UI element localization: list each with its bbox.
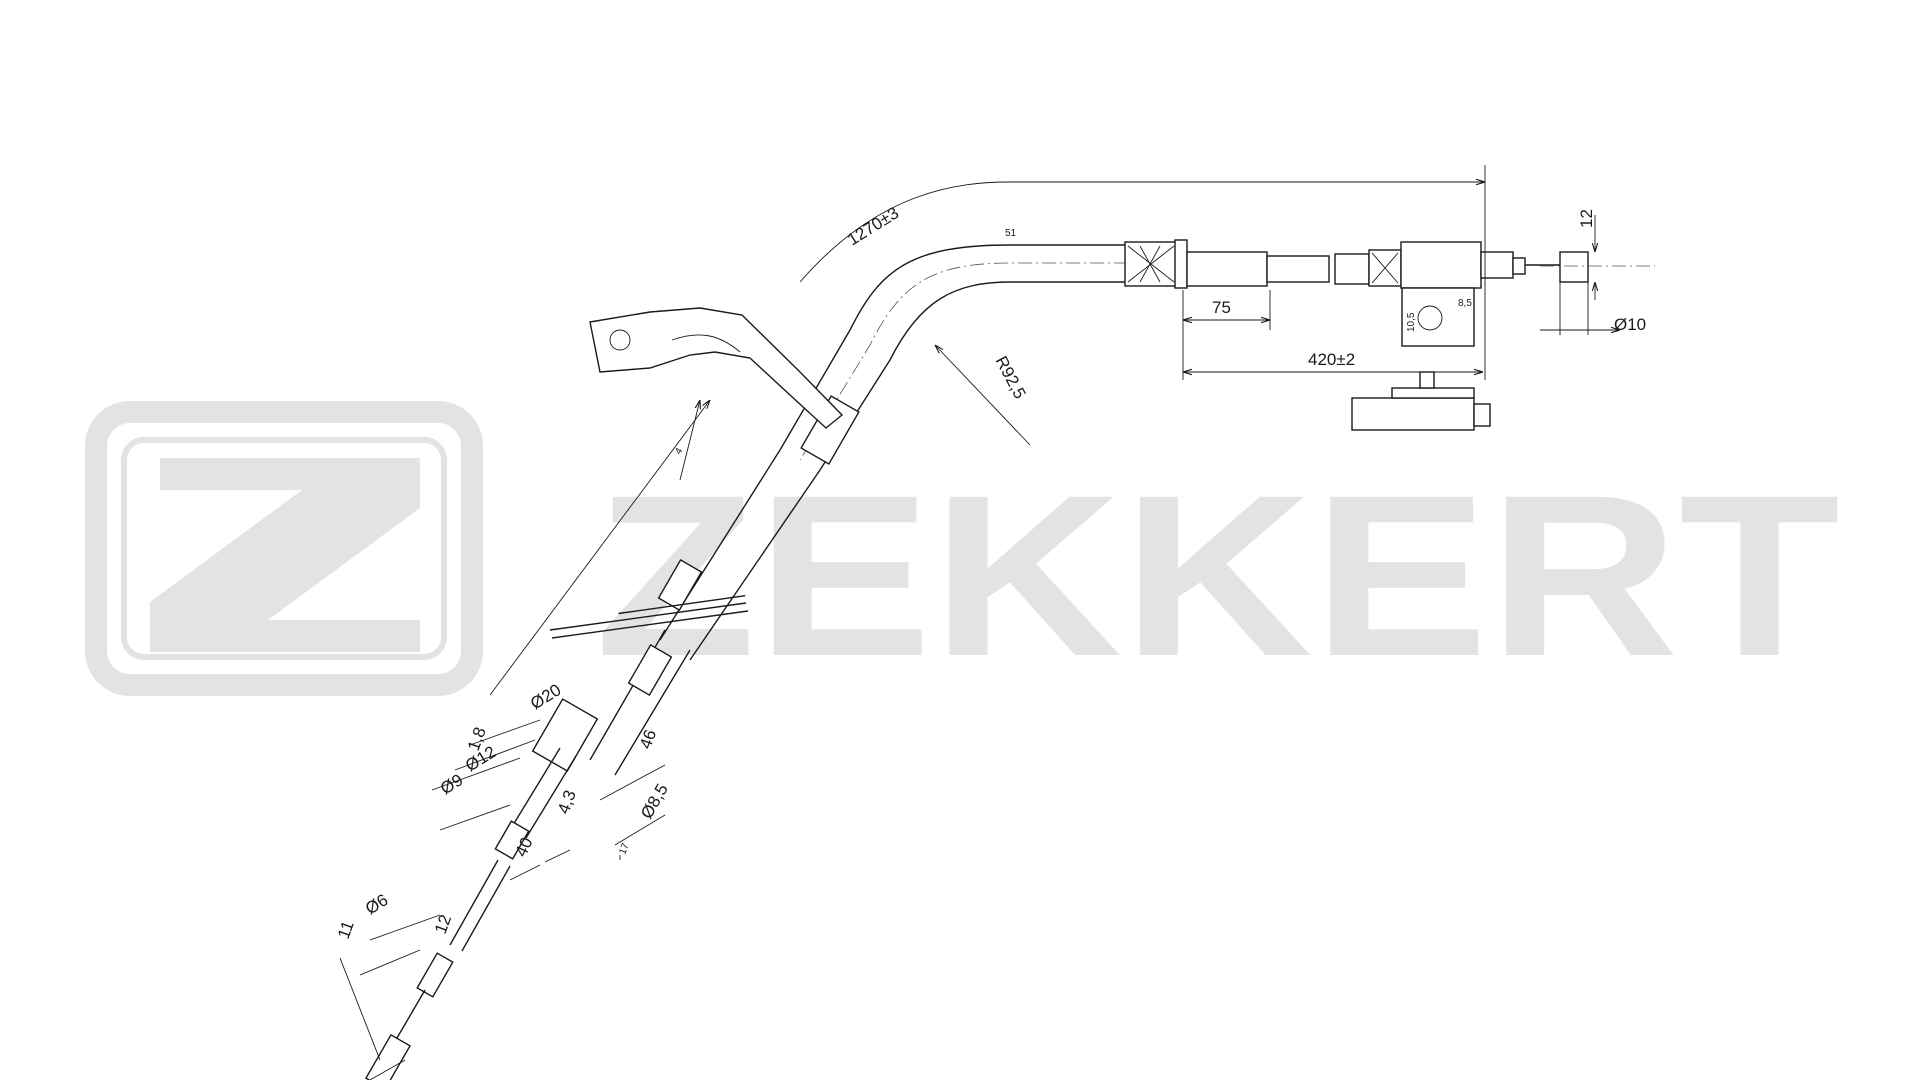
dim-sleeve-length: 75 — [1212, 298, 1231, 317]
dim-d9: Ø9 — [437, 770, 466, 798]
dim-l12b: 12 — [431, 912, 455, 936]
dim-l17: 17 — [617, 841, 631, 856]
dim-d6: Ø6 — [362, 890, 391, 918]
dim-nipple-dia: Ø10 — [1614, 315, 1646, 334]
dim-l11: 11 — [334, 918, 358, 941]
cable-outer-sleeve — [779, 244, 1200, 471]
watermark-logo — [85, 401, 483, 696]
mounting-bracket — [589, 307, 844, 429]
dimension-labels: 1270±3 R92,5 51 75 420±2 12 Ø10 10,5 8,5… — [334, 203, 1646, 941]
dimension-lines — [339, 165, 1620, 1080]
dim-nipple-height: 12 — [1577, 209, 1596, 228]
side-view-part — [1351, 371, 1491, 431]
dim-slot-w: 8,5 — [1458, 298, 1472, 309]
dim-angle: 51 — [1005, 228, 1017, 239]
dim-total-length: 1270±3 — [844, 203, 902, 249]
dim-slot-h: 10,5 — [1406, 312, 1417, 332]
dim-radius: R92,5 — [991, 353, 1029, 402]
dim-l46: 46 — [636, 727, 660, 751]
dim-d85: Ø8,5 — [637, 781, 672, 822]
top-end-fitting — [1124, 239, 1655, 347]
dim-end-length: 420±2 — [1308, 350, 1355, 369]
dim-l43: 4,3 — [554, 788, 580, 817]
dim-small-a: 4 — [673, 446, 686, 457]
watermark-brand: ZEKKERT — [595, 447, 1840, 704]
cable-lower-section — [365, 395, 860, 1080]
